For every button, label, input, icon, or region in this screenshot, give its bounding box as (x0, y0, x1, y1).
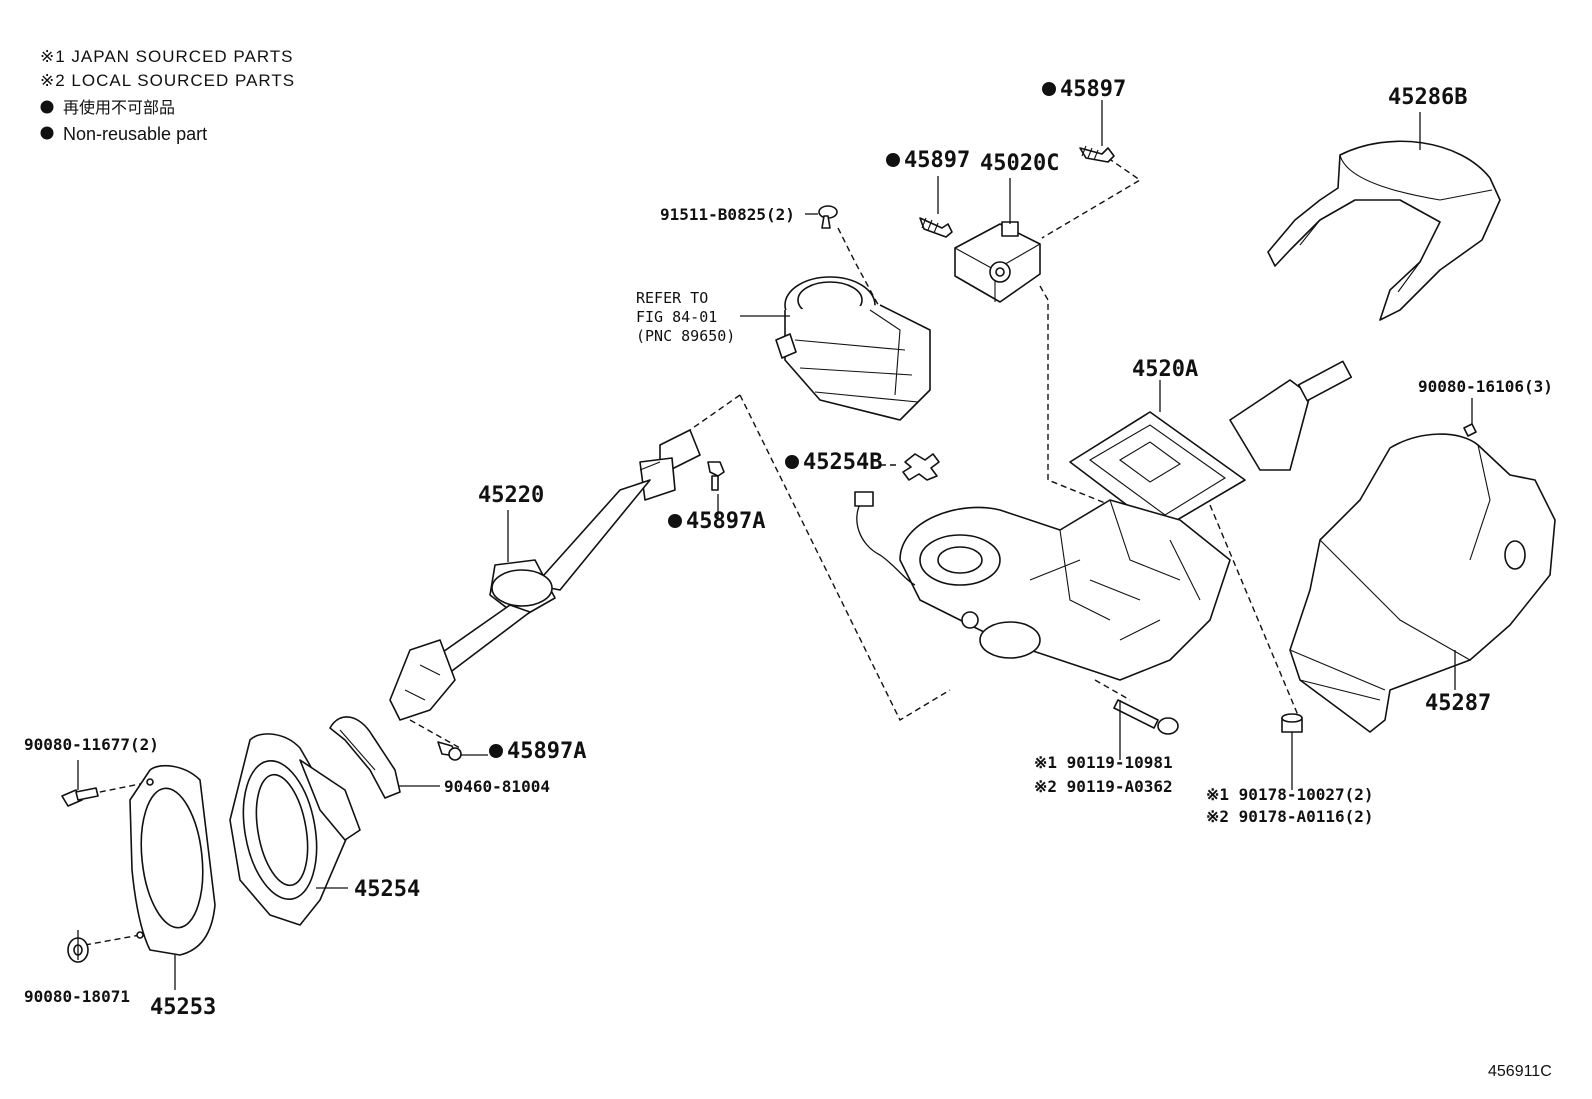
reference-line1: REFER TO (636, 289, 708, 307)
intermediate-shaft-45220-icon (389, 429, 701, 721)
callout-90460: 90460-81004 (444, 777, 550, 796)
figure-id: 456911C (1488, 1063, 1552, 1080)
callout-90119-a: ※1 90119-10981 (1034, 753, 1173, 772)
screw-91511-icon (818, 205, 838, 229)
callout-91511: 91511-B0825(2) (660, 205, 795, 224)
bolt-45897a-top-icon (707, 461, 725, 491)
bolt-45897-left-icon (919, 217, 953, 238)
callout-90178-b: ※2 90178-A0116(2) (1206, 807, 1374, 826)
screw-90080-16106-icon (1463, 423, 1477, 437)
cap-90178-icon (1281, 713, 1303, 733)
callout-4520a: 4520A (1132, 357, 1198, 382)
plate-45253-icon (129, 764, 216, 956)
legend-local-sourced: ※2 LOCAL SOURCED PARTS (40, 71, 295, 90)
clamp-90460-81004-icon (329, 716, 401, 799)
callout-90080-18071: 90080-18071 (24, 987, 130, 1006)
leader-lines (77, 100, 1473, 990)
steering-column-4520a-icon (854, 360, 1353, 681)
callout-45897a-top: 45897A (686, 509, 765, 534)
callout-90080-11677: 90080-11677(2) (24, 735, 159, 754)
non-reusable-dot-icon (785, 455, 799, 469)
callout-90178-a: ※1 90178-10027(2) (1206, 785, 1374, 804)
callout-90080-16106: 90080-16106(3) (1418, 377, 1553, 396)
callout-45897a-bottom: 45897A (507, 739, 586, 764)
bolt-45897-top-icon (1079, 145, 1115, 163)
non-reusable-dot-icon (886, 153, 900, 167)
callout-45220: 45220 (478, 483, 544, 508)
bolt-45897a-bottom-icon (437, 741, 462, 761)
callout-45286b: 45286B (1388, 85, 1467, 110)
callout-45254b: 45254B (803, 450, 882, 475)
non-reusable-dot-icon (668, 514, 682, 528)
non-reusable-dot-icon (1042, 82, 1056, 96)
callout-90119-b: ※2 90119-A0362 (1034, 777, 1173, 796)
legend-non-reusable-jp: 再使用不可部品 (63, 98, 175, 117)
callout-45897-top: 45897 (1060, 77, 1126, 102)
non-reusable-dot-icon (40, 100, 54, 114)
reference-line3: (PNC 89650) (636, 327, 735, 345)
upper-cover-45286b-icon (1267, 140, 1501, 321)
callout-45253: 45253 (150, 995, 216, 1020)
non-reusable-dot-icon (489, 744, 503, 758)
reference-line2: FIG 84-01 (636, 308, 717, 326)
callout-45287: 45287 (1425, 691, 1491, 716)
legend-non-reusable-en: Non-reusable part (63, 124, 207, 144)
lower-cover-45287-icon (1289, 433, 1556, 733)
pin-90119-icon (1113, 699, 1179, 735)
callout-45897-left: 45897 (904, 148, 970, 173)
callouts: 45897 45897 45020C 45286B 91511-B0825(2)… (24, 77, 1553, 1020)
callout-45020c: 45020C (980, 151, 1059, 176)
clip-45254b-icon (902, 453, 940, 481)
sensor-block-45020c-icon (954, 221, 1041, 303)
legend-japan-sourced: ※1 JAPAN SOURCED PARTS (40, 47, 294, 66)
callout-45254: 45254 (354, 877, 420, 902)
bolt-90080-11677-icon (61, 787, 99, 807)
non-reusable-dot-icon (40, 126, 54, 140)
spiral-cable-assembly-icon (775, 276, 931, 421)
hole-cover-45254-icon (229, 733, 361, 926)
legend: ※1 JAPAN SOURCED PARTS ※2 LOCAL SOURCED … (40, 47, 295, 144)
